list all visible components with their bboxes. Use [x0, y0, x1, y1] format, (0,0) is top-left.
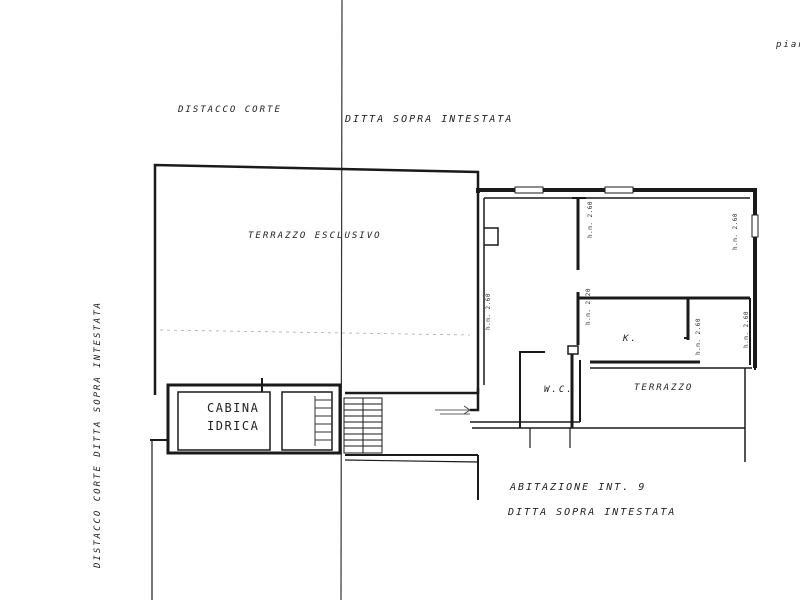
- kitchen-label: K.: [622, 334, 638, 344]
- corner-label: pian: [775, 40, 800, 50]
- dimension-label: h.m. 2.20: [585, 288, 592, 325]
- apartment-walls: [470, 186, 759, 462]
- left-vertical-label: DISTACCO CORTE DITTA SOPRA INTESTATA: [93, 301, 103, 569]
- idrica-label: IDRICA: [207, 419, 259, 433]
- wc-label: W.C.: [544, 385, 574, 395]
- dimension-label: h.m. 2.60: [587, 201, 594, 238]
- top-left-label: DISTACCO CORTE: [177, 105, 282, 115]
- dimension-label: h.m. 2.60: [695, 318, 702, 355]
- terrazzo-esclusivo-label: TERRAZZO ESCLUSIVO: [248, 231, 382, 241]
- bottom-right-label: DITTA SOPRA INTESTATA: [507, 507, 676, 518]
- stairwell: [343, 397, 479, 500]
- top-right-label: DITTA SOPRA INTESTATA: [344, 114, 513, 125]
- cabina-idrica-room: [150, 378, 342, 600]
- dimension-label: h.m. 2.60: [485, 293, 492, 330]
- terrazzo-esclusivo-boundary: [153, 163, 480, 395]
- dimension-label: h.m. 2.60: [732, 213, 739, 250]
- scan-seam-line: [340, 0, 343, 600]
- terrazzo-label: TERRAZZO: [634, 383, 693, 393]
- cabina-label: CABINA: [207, 401, 259, 415]
- dimension-label: h.m. 2.60: [743, 311, 750, 348]
- abitazione-label: ABITAZIONE INT. 9: [509, 482, 646, 493]
- terrace-dashed-line: [159, 329, 471, 336]
